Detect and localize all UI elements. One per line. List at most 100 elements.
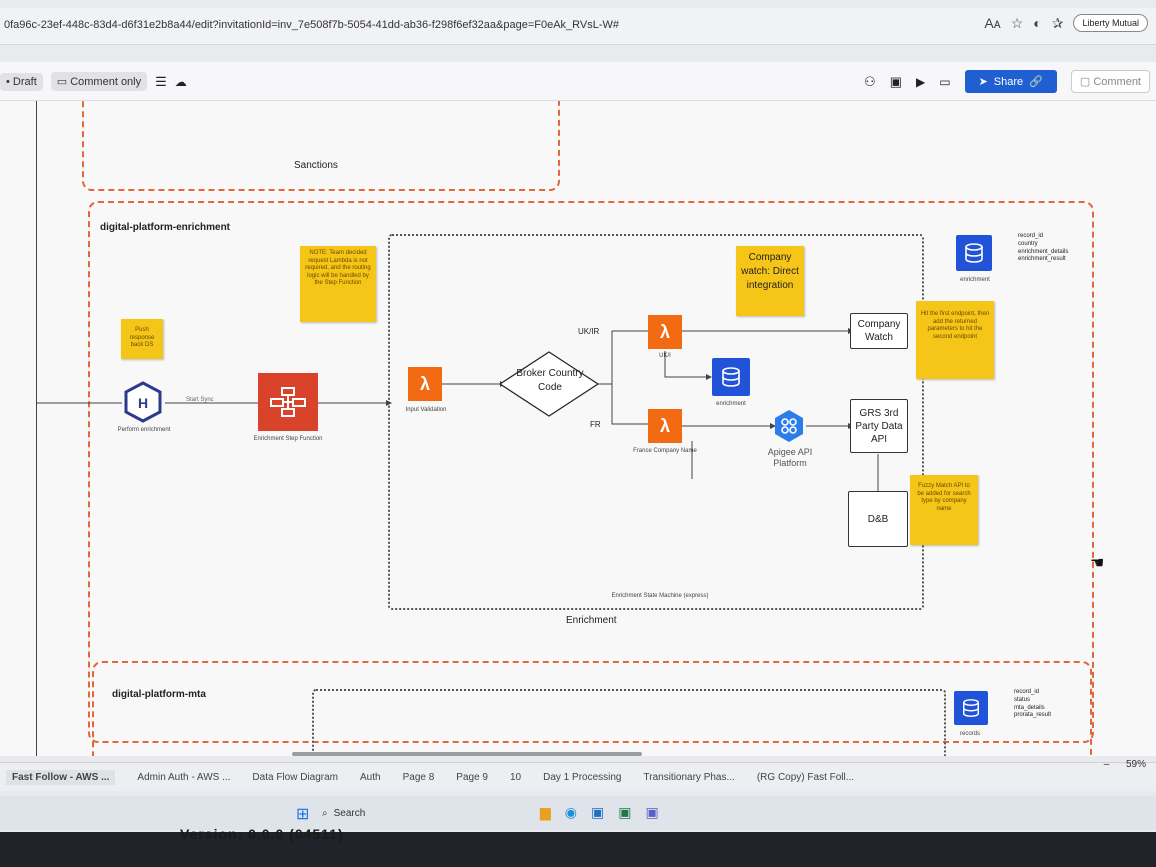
edge-browser-icon[interactable]: ◉ xyxy=(564,804,577,820)
profile-button[interactable]: Liberty Mutual xyxy=(1073,14,1148,32)
share-label: Share xyxy=(993,75,1024,88)
enrichment-db-label: enrichment xyxy=(716,401,746,407)
taskbar-search[interactable]: ⌕ Search xyxy=(322,804,492,822)
excel-icon[interactable]: ▣ xyxy=(618,804,632,820)
grs-api-box[interactable]: GRS 3rd Party Data API xyxy=(850,399,908,453)
uk-lambda-label: UK/I xyxy=(659,353,671,359)
draft-badge[interactable]: • Draft xyxy=(0,72,43,91)
note-push-response[interactable]: Push response back DS xyxy=(121,319,163,359)
zoom-level: 59% xyxy=(1125,759,1146,770)
tab-day-1-processing[interactable]: Day 1 Processing xyxy=(543,772,622,783)
enrichment-label: Enrichment xyxy=(566,615,617,626)
cursor-hand-icon: ☚ xyxy=(1090,555,1105,572)
top-enrichment-db-icon[interactable] xyxy=(956,235,992,271)
monitor-bezel xyxy=(0,832,1156,867)
route-fr-label: FR xyxy=(590,420,601,429)
france-lambda-label: France Company Name xyxy=(633,448,697,454)
tab-transitionary-phase[interactable]: Transitionary Phas... xyxy=(643,772,735,783)
extension-icon[interactable]: ◐ xyxy=(1033,15,1042,31)
input-validation-lambda-icon[interactable]: λ xyxy=(408,367,442,401)
tab-data-flow-diagram[interactable]: Data Flow Diagram xyxy=(252,772,339,783)
outlook-icon[interactable]: ▣ xyxy=(591,804,605,820)
collaborators-icon[interactable]: ⚇ xyxy=(864,73,876,89)
tab-page-8[interactable]: Page 8 xyxy=(402,772,435,783)
mta-group[interactable] xyxy=(92,661,1092,756)
mta-records-db-label: records xyxy=(959,731,980,737)
top-db-field: record_id xyxy=(1018,233,1044,239)
tab-fast-follow[interactable]: Fast Follow - AWS ... xyxy=(6,770,116,785)
svg-text:H: H xyxy=(138,395,148,411)
france-lambda-icon[interactable]: λ xyxy=(648,409,682,443)
company-watch-box[interactable]: Company Watch xyxy=(850,313,908,349)
top-db-field: enrichment_result xyxy=(1018,256,1066,263)
mta-db-field: prorata_result xyxy=(1014,712,1052,719)
top-db-field: country xyxy=(1018,240,1038,247)
present-icon[interactable]: ▶ xyxy=(916,74,926,89)
app-toolbar: • Draft ▭ Comment only ☰ ☁ ⚇ ▣ ▶ ▭ ➤ Sha… xyxy=(0,62,1156,101)
perform-enrichment-icon[interactable]: H xyxy=(122,381,164,423)
note-hit-first-endpoint[interactable]: Hit the first endpoint, then add the ret… xyxy=(916,301,994,379)
menu-icon[interactable]: ☰ xyxy=(155,73,167,89)
tab-auth[interactable]: Auth xyxy=(360,772,381,783)
enrichment-group[interactable] xyxy=(88,201,1094,743)
taskbar-search-label: Search xyxy=(333,807,366,819)
search-icon: ⌕ xyxy=(322,807,328,819)
url-text[interactable]: 0fa96c-23ef-448c-83d4-d6f31e2b8a44/edit?… xyxy=(4,19,620,31)
mta-db-field: mta_details xyxy=(1014,704,1045,711)
comment-button-label: Comment xyxy=(1093,76,1141,88)
read-aloud-icon[interactable]: Aᴀ xyxy=(984,15,1001,31)
mta-state-machine[interactable] xyxy=(312,689,946,756)
mta-records-db-icon[interactable] xyxy=(954,691,988,725)
horizontal-scrollbar[interactable] xyxy=(292,752,642,756)
tab-page-9[interactable]: Page 9 xyxy=(456,772,488,783)
teams-icon[interactable]: ▣ xyxy=(645,804,659,820)
sanctions-group[interactable] xyxy=(82,101,560,191)
zoom-control[interactable]: – 59% xyxy=(1104,759,1146,770)
tab-10[interactable]: 10 xyxy=(510,772,522,783)
note-fuzzy-match[interactable]: Fuzzy Match API to be added for search t… xyxy=(910,475,978,545)
broker-country-code-label: Broker Country Code xyxy=(516,368,584,393)
favorites-icon[interactable]: ✰ xyxy=(1051,14,1064,31)
tab-admin-auth[interactable]: Admin Auth - AWS ... xyxy=(137,772,231,783)
comment-button[interactable]: ▢ Comment xyxy=(1070,70,1150,93)
browser-url-bar: 0fa96c-23ef-448c-83d4-d6f31e2b8a44/edit?… xyxy=(0,8,1156,45)
enrichment-state-machine[interactable] xyxy=(388,234,924,610)
enrichment-db-icon[interactable] xyxy=(712,358,750,396)
diagram-canvas[interactable]: Sanctions digital-platform-enrichment En… xyxy=(0,101,1156,756)
chat-icon[interactable]: ▣ xyxy=(889,73,902,89)
taskbar-apps: ▆ ◉ ▣ ▣ ▣ xyxy=(540,804,659,821)
link-icon: 🔗 xyxy=(1029,76,1043,88)
dnb-box[interactable]: D&B xyxy=(848,491,908,547)
sanctions-label: Sanctions xyxy=(294,160,338,171)
windows-start-icon[interactable]: ⊞ xyxy=(296,806,310,823)
step-function-icon[interactable] xyxy=(258,373,318,431)
mta-db-fields: record_id status mta_details prorata_res… xyxy=(1014,689,1051,720)
top-db-fields: record_id country enrichment_details enr… xyxy=(1018,233,1068,264)
share-button[interactable]: ➤ Share 🔗 xyxy=(964,70,1057,93)
cloud-icon[interactable]: ☁ xyxy=(174,74,187,89)
windows-taskbar: ⊞ ⌕ Search ▆ ◉ ▣ ▣ ▣ xyxy=(0,796,1156,830)
file-explorer-icon[interactable]: ▆ xyxy=(540,804,551,820)
step-function-label: Enrichment Step Function xyxy=(253,436,323,442)
comment-only-button[interactable]: ▭ Comment only xyxy=(50,72,148,91)
tab-rg-copy-fast-follow[interactable]: (RG Copy) Fast Foll... xyxy=(756,772,855,783)
zoom-out-icon[interactable]: – xyxy=(1103,759,1110,770)
note-team-decision[interactable]: NOTE: Team decided request Lambda is not… xyxy=(300,246,376,322)
apigee-label: Apigee API Platform xyxy=(767,447,813,468)
note-company-watch[interactable]: Company watch: Direct integration xyxy=(736,246,804,316)
browser-icons: Aᴀ ☆ ◐ ✰ Liberty Mutual xyxy=(984,14,1148,32)
decision-diamond xyxy=(498,351,600,417)
mta-db-field: status xyxy=(1014,696,1031,703)
favorite-star-icon[interactable]: ☆ xyxy=(1010,14,1024,31)
video-icon[interactable]: ▭ xyxy=(939,74,951,89)
mta-group-label: digital-platform-mta xyxy=(112,689,206,700)
page-tabs: Fast Follow - AWS ... Admin Auth - AWS .… xyxy=(0,759,1156,791)
perform-enrichment-label: Perform enrichment xyxy=(117,427,171,433)
version-text: Version: 0.0.0 (04511) xyxy=(180,826,344,842)
comment-only-label: Comment only xyxy=(70,76,142,88)
apigee-icon[interactable] xyxy=(772,409,806,443)
mta-db-field: record_id xyxy=(1014,689,1040,695)
uk-lambda-icon[interactable]: λ xyxy=(648,315,682,349)
share-icon: ➤ xyxy=(978,76,988,88)
